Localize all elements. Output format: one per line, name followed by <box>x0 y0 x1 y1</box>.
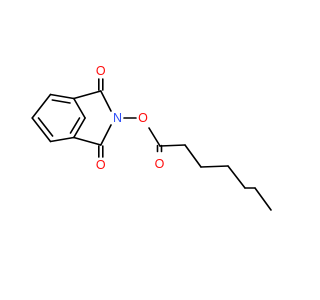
bond-ring-inner-2 <box>37 117 54 137</box>
bond-o-carbonyl <box>148 127 161 147</box>
atom-n-imide: N <box>113 111 122 125</box>
atom-o-ester: O <box>155 157 165 171</box>
bond-ring-6 <box>31 93 52 119</box>
bond-ring-4 <box>49 136 75 143</box>
molecule-structure: O N O O O <box>0 0 300 300</box>
atom-o-bridge: O <box>138 111 148 125</box>
bond-ring-3 <box>73 117 86 139</box>
bond-ring-1 <box>49 93 75 100</box>
atom-o-top: O <box>96 64 106 78</box>
bond-chain-6 <box>254 187 272 211</box>
bond-c3-n <box>100 124 112 146</box>
background <box>0 0 300 300</box>
bond-ring-inner-3 <box>69 117 81 134</box>
bond-c3-ring <box>73 136 102 146</box>
bond-ring-5 <box>31 117 52 143</box>
bond-ring-2 <box>73 97 86 119</box>
bond-c1-ring <box>73 90 102 100</box>
bond-chain-3 <box>200 165 229 168</box>
bond-chain-4 <box>227 165 246 189</box>
atom-labels: O N O O O <box>96 64 165 172</box>
bond-chain-2 <box>184 144 202 168</box>
bond-c1-n <box>100 90 112 112</box>
benzene-ring <box>31 93 86 143</box>
bond-ring-inner-1 <box>51 99 71 104</box>
bond-chain-1 <box>159 144 186 147</box>
atom-o-bottom: O <box>96 158 106 172</box>
imide-ring <box>73 78 137 158</box>
heptanoyl-chain <box>148 127 272 211</box>
